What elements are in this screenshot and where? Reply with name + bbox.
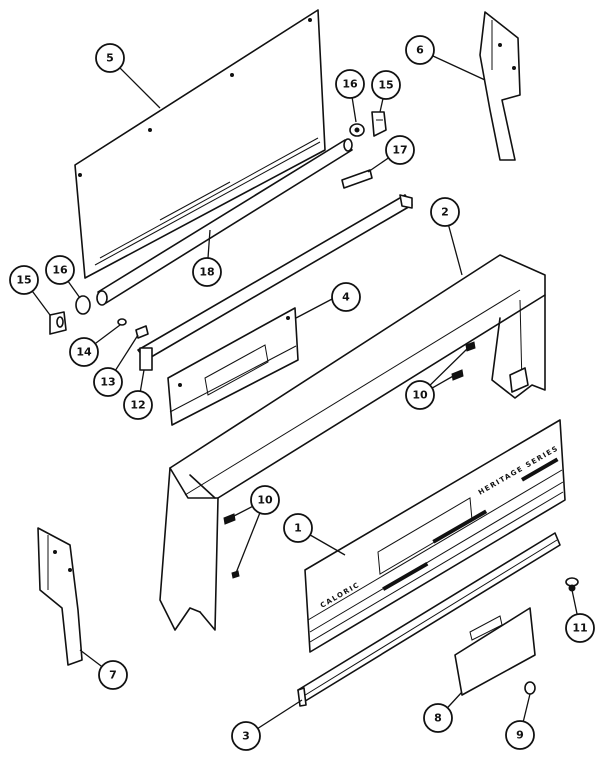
part-2-backguard-housing [159, 254, 546, 631]
part-15-bracket-upper [371, 111, 387, 137]
callout-3: 3 [231, 721, 261, 751]
callout-label: 5 [106, 52, 114, 65]
callout-13: 13 [93, 367, 123, 397]
callout-6: 6 [405, 35, 435, 65]
callout-10-upper: 10 [405, 380, 435, 410]
part-12-trim-strip [137, 194, 413, 371]
callout-10-lower: 10 [250, 485, 280, 515]
callout-4: 4 [331, 282, 361, 312]
part-10-screws-lower [223, 513, 240, 579]
part-3-bottom-trim [297, 532, 561, 707]
callout-label: 16 [342, 78, 358, 91]
callout-label: 10 [412, 389, 428, 402]
callout-label: 17 [392, 144, 407, 157]
part-7-left-bracket [37, 527, 83, 666]
callout-label: 16 [52, 264, 68, 277]
part-5-back-panel [74, 9, 326, 279]
callout-label: 15 [16, 274, 31, 287]
part-11-knob [565, 577, 579, 592]
callout-label: 13 [100, 376, 115, 389]
callout-label: 7 [109, 669, 117, 682]
callout-label: 14 [76, 346, 92, 359]
part-18-tube [96, 138, 353, 306]
callout-15-lower: 15 [9, 265, 39, 295]
callout-14: 14 [69, 337, 99, 367]
part-16-bushing-lower [75, 295, 91, 315]
callout-5: 5 [95, 43, 125, 73]
part-1-control-panel: CALORIC HERITAGE SERIES [304, 419, 566, 653]
part-16-bushing-upper [349, 123, 365, 137]
callout-11: 11 [565, 613, 595, 643]
callout-16-lower: 16 [45, 255, 75, 285]
callout-15-upper: 15 [371, 70, 401, 100]
callout-label: 9 [516, 729, 524, 742]
callout-label: 6 [416, 44, 424, 57]
callouts: 5 6 16 15 17 2 18 4 16 15 14 13 12 10 10… [9, 35, 595, 751]
callout-label: 4 [342, 291, 350, 304]
callout-2: 2 [430, 197, 460, 227]
callout-label: 15 [378, 79, 393, 92]
callout-9: 9 [505, 720, 535, 750]
callout-16-upper: 16 [335, 69, 365, 99]
callout-label: 11 [572, 622, 587, 635]
part-8-cover [454, 607, 536, 696]
callout-label: 8 [434, 712, 442, 725]
callout-label: 1 [294, 522, 302, 535]
callout-label: 2 [441, 206, 449, 219]
callout-7: 7 [98, 660, 128, 690]
part-4-display-bracket [167, 307, 299, 426]
part-15-bracket-lower [49, 311, 67, 335]
callout-8: 8 [423, 703, 453, 733]
part-9-small-knob [524, 681, 536, 695]
callout-label: 12 [130, 399, 145, 412]
part-14-small-knob [117, 318, 127, 326]
part-17-bar [341, 169, 373, 189]
callout-label: 18 [199, 266, 214, 279]
callout-label: 10 [257, 494, 273, 507]
callout-17: 17 [385, 135, 415, 165]
callout-1: 1 [283, 513, 313, 543]
part-6-right-bracket [479, 11, 521, 161]
callout-12: 12 [123, 390, 153, 420]
callout-18: 18 [192, 257, 222, 287]
callout-label: 3 [242, 730, 250, 743]
